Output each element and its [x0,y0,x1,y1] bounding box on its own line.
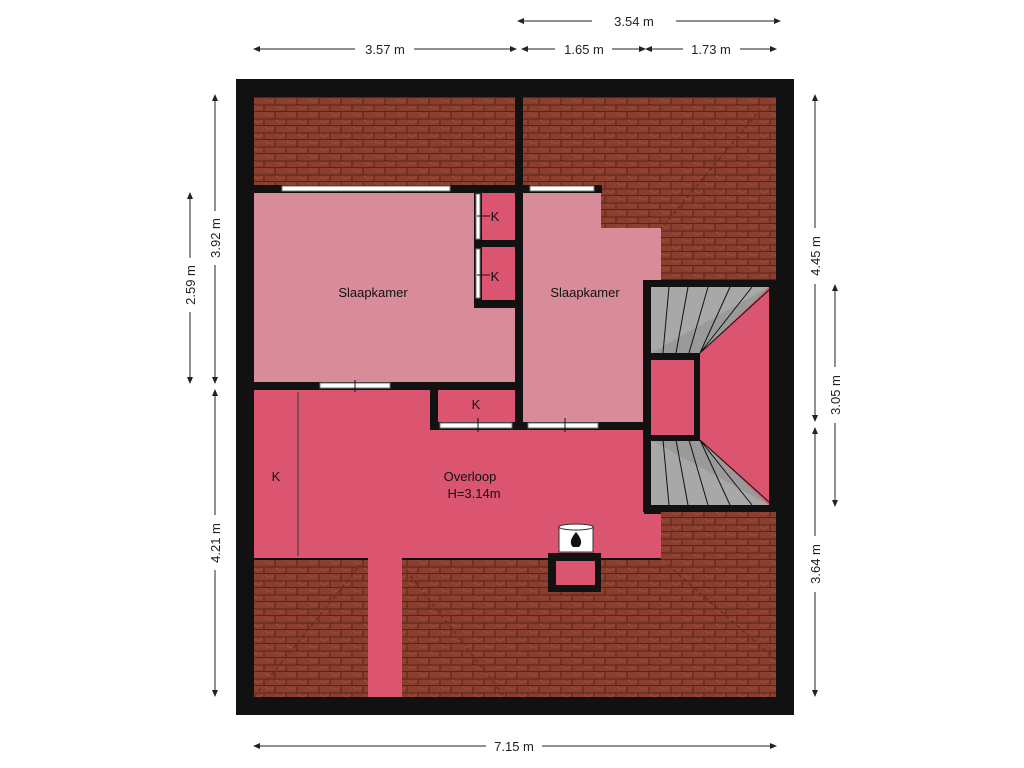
room-label-bedroom-1: Slaapkamer [338,285,408,300]
bedroom-2-floor [522,192,661,422]
room-height-landing: H=3.14m [447,486,500,501]
closet-landing-mid [438,390,516,422]
closet-label: K [472,397,481,412]
door-swing-lines [354,215,566,432]
dim-top-left: 3.57 m [365,42,405,57]
dim-top-mid: 1.65 m [564,42,604,57]
dimension-lines [187,18,838,749]
room-label-bedroom-2: Slaapkamer [550,285,620,300]
fireplace-icon [570,532,582,547]
closet-bedroom-1-bottom [482,247,516,300]
dim-top-right: 1.73 m [691,42,731,57]
closet-label: K [491,269,500,284]
dim-top-total: 3.54 m [614,14,654,29]
landing-floor [254,390,661,697]
dim-right-inner: 3.05 m [828,375,843,415]
closet-label: K [491,209,500,224]
bedroom-1-floor [254,192,516,383]
fireplace [556,523,595,585]
dim-left-outer-top: 3.92 m [208,218,223,258]
dim-bottom-total: 7.15 m [494,739,534,754]
dim-left-inner: 2.59 m [183,265,198,305]
staircase [643,280,776,512]
dim-left-outer-bottom: 4.21 m [208,523,223,563]
closet-label: K [272,469,281,484]
dim-right-outer-top: 4.45 m [808,236,823,276]
roof-tiles [253,97,777,698]
room-label-landing: Overloop [444,469,497,484]
dim-right-outer-bottom: 3.64 m [808,544,823,584]
